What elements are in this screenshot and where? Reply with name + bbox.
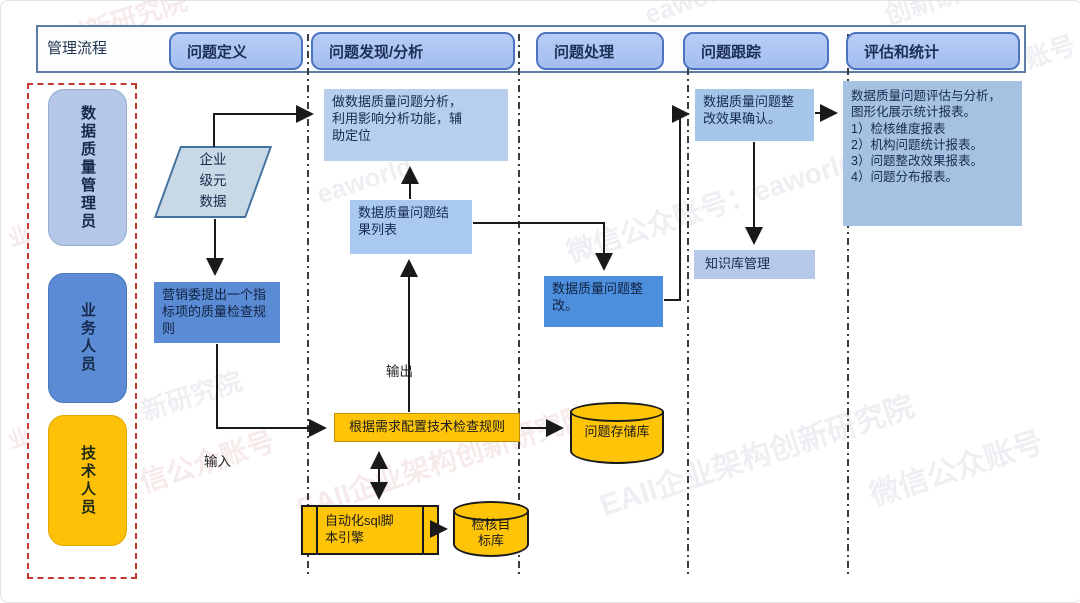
role-technical-staff: 技术人员	[48, 415, 127, 546]
label-input: 输入	[204, 454, 231, 469]
watermark-text: 账号	[1020, 29, 1080, 75]
stage-problem-tracking: 问题跟踪	[683, 32, 829, 70]
node-evaluation-and-reports: 数据质量问题评估与分析， 图形化展示统计报表。 1）检核维度报表 2）机构问题统…	[843, 81, 1022, 226]
node-problem-result-list: 数据质量问题结 果列表	[350, 200, 472, 254]
stage-problem-discovery-analysis: 问题发现/分析	[311, 32, 515, 70]
role-data-quality-manager: 数据质量管理员	[48, 89, 127, 246]
node-analyze-quality-problem: 做数据质量问题分析， 利用影响分析功能，辅 助定位	[324, 89, 508, 161]
node-auto-sql-script-engine: 自动化sql脚 本引擎	[301, 505, 439, 555]
database-check-target-label: 检核目 标库	[471, 517, 511, 549]
process-header-title: 管理流程	[47, 40, 108, 57]
arrow-metadata-to-analyze	[213, 105, 314, 147]
node-rectification-effect-confirmation: 数据质量问题整 改效果确认。	[695, 89, 814, 141]
stage-evaluation-statistics: 评估和统计	[846, 32, 1020, 70]
node-knowledge-base-management: 知识库管理	[694, 250, 815, 279]
node-configure-technical-check-rule: 根据需求配置技术检查规则	[334, 413, 520, 442]
node-problem-rectification: 数据质量问题整 改。	[544, 276, 663, 327]
database-problem-store-label: 问题存储库	[584, 424, 650, 439]
role-business-staff: 业务人员	[48, 273, 127, 403]
lane-separator	[307, 34, 309, 576]
lane-separator	[518, 34, 520, 576]
stage-problem-handling: 问题处理	[536, 32, 664, 70]
node-define-quality-check-rule: 营销委提出一个指 标项的质量检查规 则	[154, 282, 280, 343]
role-lane-boundary	[27, 83, 137, 579]
label-output: 输出	[386, 364, 413, 379]
lane-separator	[687, 34, 689, 576]
arrow-define-to-config	[216, 344, 327, 437]
stage-problem-definition: 问题定义	[169, 32, 303, 70]
database-check-target: 检核目 标库	[453, 501, 529, 557]
node-enterprise-metadata-label: 企业 级元 数据	[199, 152, 227, 209]
cylinder-top	[570, 402, 664, 422]
cylinder-top	[453, 501, 529, 521]
watermark-text: 微信公众账号	[865, 425, 1048, 513]
database-problem-store: 问题存储库	[570, 402, 664, 464]
arrow-result-to-rectify	[473, 222, 613, 271]
arrow-rectify-to-confirm	[664, 105, 690, 301]
watermark-text: 新研究院	[137, 365, 246, 427]
